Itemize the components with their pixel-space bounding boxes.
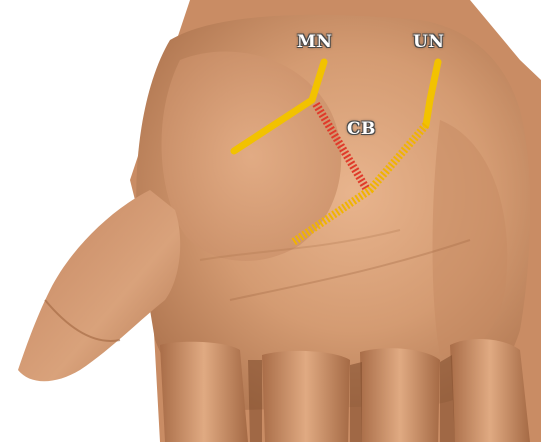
median-nerve-label: MN (297, 34, 332, 51)
ulnar-nerve-label: UN (413, 34, 444, 51)
finger-index (160, 342, 248, 442)
finger-ring (360, 348, 440, 442)
finger-little (450, 339, 530, 442)
communicating-branch-label: CB (347, 121, 376, 138)
finger-middle (262, 351, 350, 442)
